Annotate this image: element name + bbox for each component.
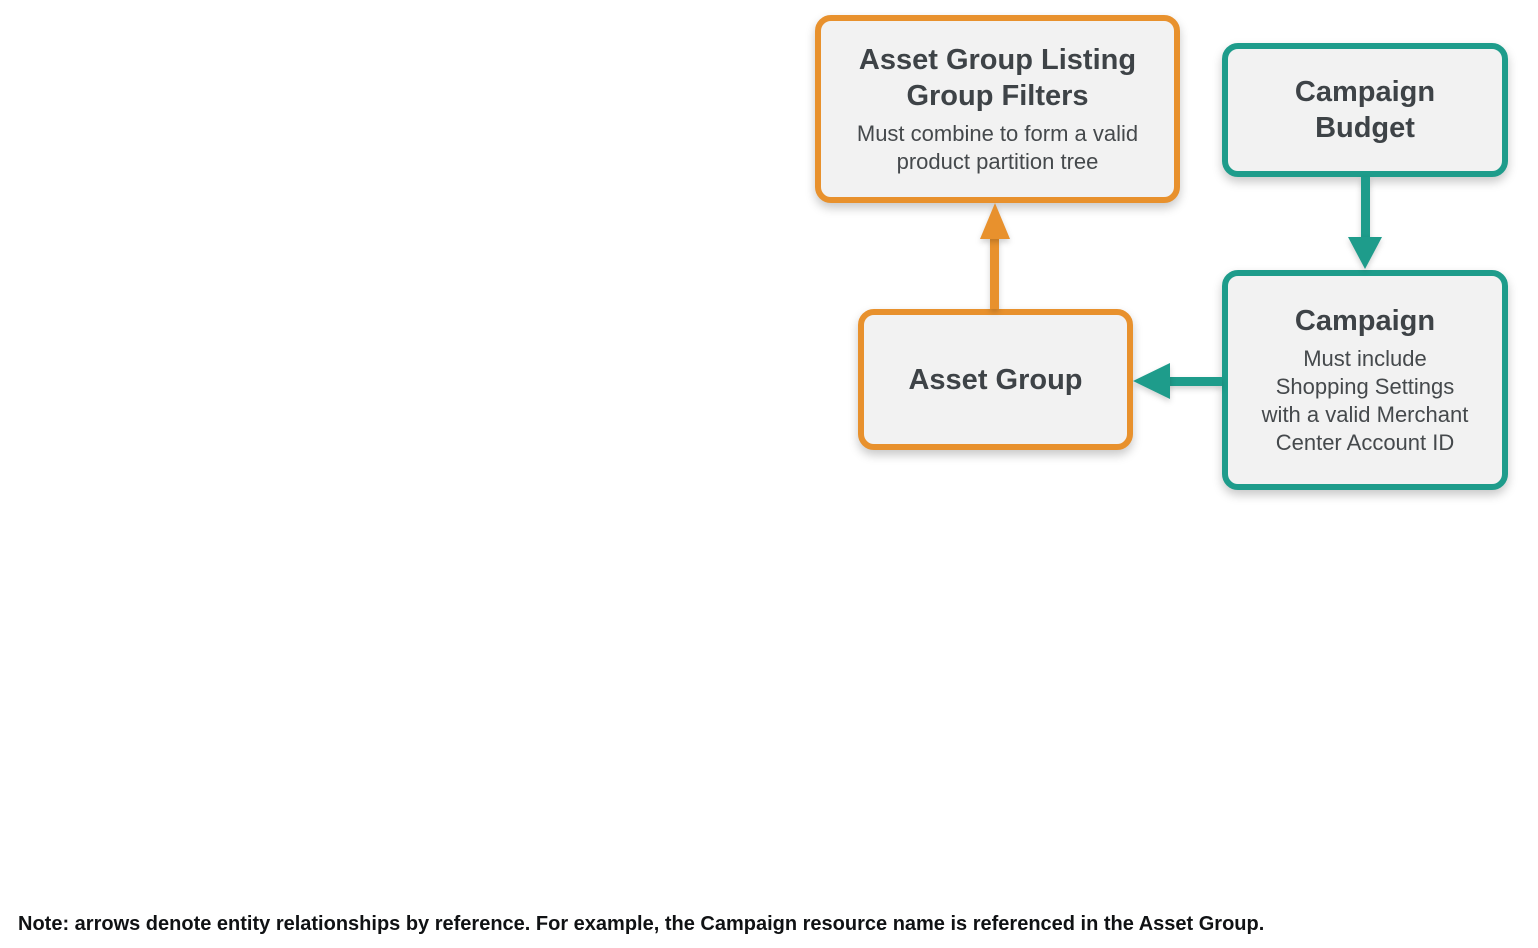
arrow-down-icon bbox=[1348, 237, 1382, 269]
node-campaign: Campaign Must include Shopping Settings … bbox=[1222, 270, 1508, 490]
node-asset-group: Asset Group bbox=[858, 309, 1133, 450]
node-title: Campaign bbox=[1294, 305, 1436, 337]
node-subtitle: Must combine to form a valid product par… bbox=[856, 121, 1139, 174]
node-asset-group-listing-group-filters: Asset Group Listing Group Filters Must c… bbox=[815, 15, 1180, 203]
arrow-campaign-to-asset-group-line bbox=[1166, 377, 1222, 386]
node-campaign-budget: Campaign Budget bbox=[1222, 43, 1508, 177]
node-title: Asset Group Listing Group Filters bbox=[858, 44, 1137, 112]
node-title: Asset Group bbox=[908, 363, 1083, 396]
arrow-asset-group-to-listing-filters-line bbox=[990, 237, 999, 309]
arrow-left-icon bbox=[1133, 363, 1170, 399]
diagram-footnote: Note: arrows denote entity relationships… bbox=[18, 913, 1265, 935]
node-title: Campaign Budget bbox=[1294, 76, 1436, 144]
arrow-campaign-budget-to-campaign-line bbox=[1361, 177, 1370, 239]
node-subtitle: Must include Shopping Settings with a va… bbox=[1261, 346, 1469, 455]
arrow-up-icon bbox=[980, 203, 1010, 239]
